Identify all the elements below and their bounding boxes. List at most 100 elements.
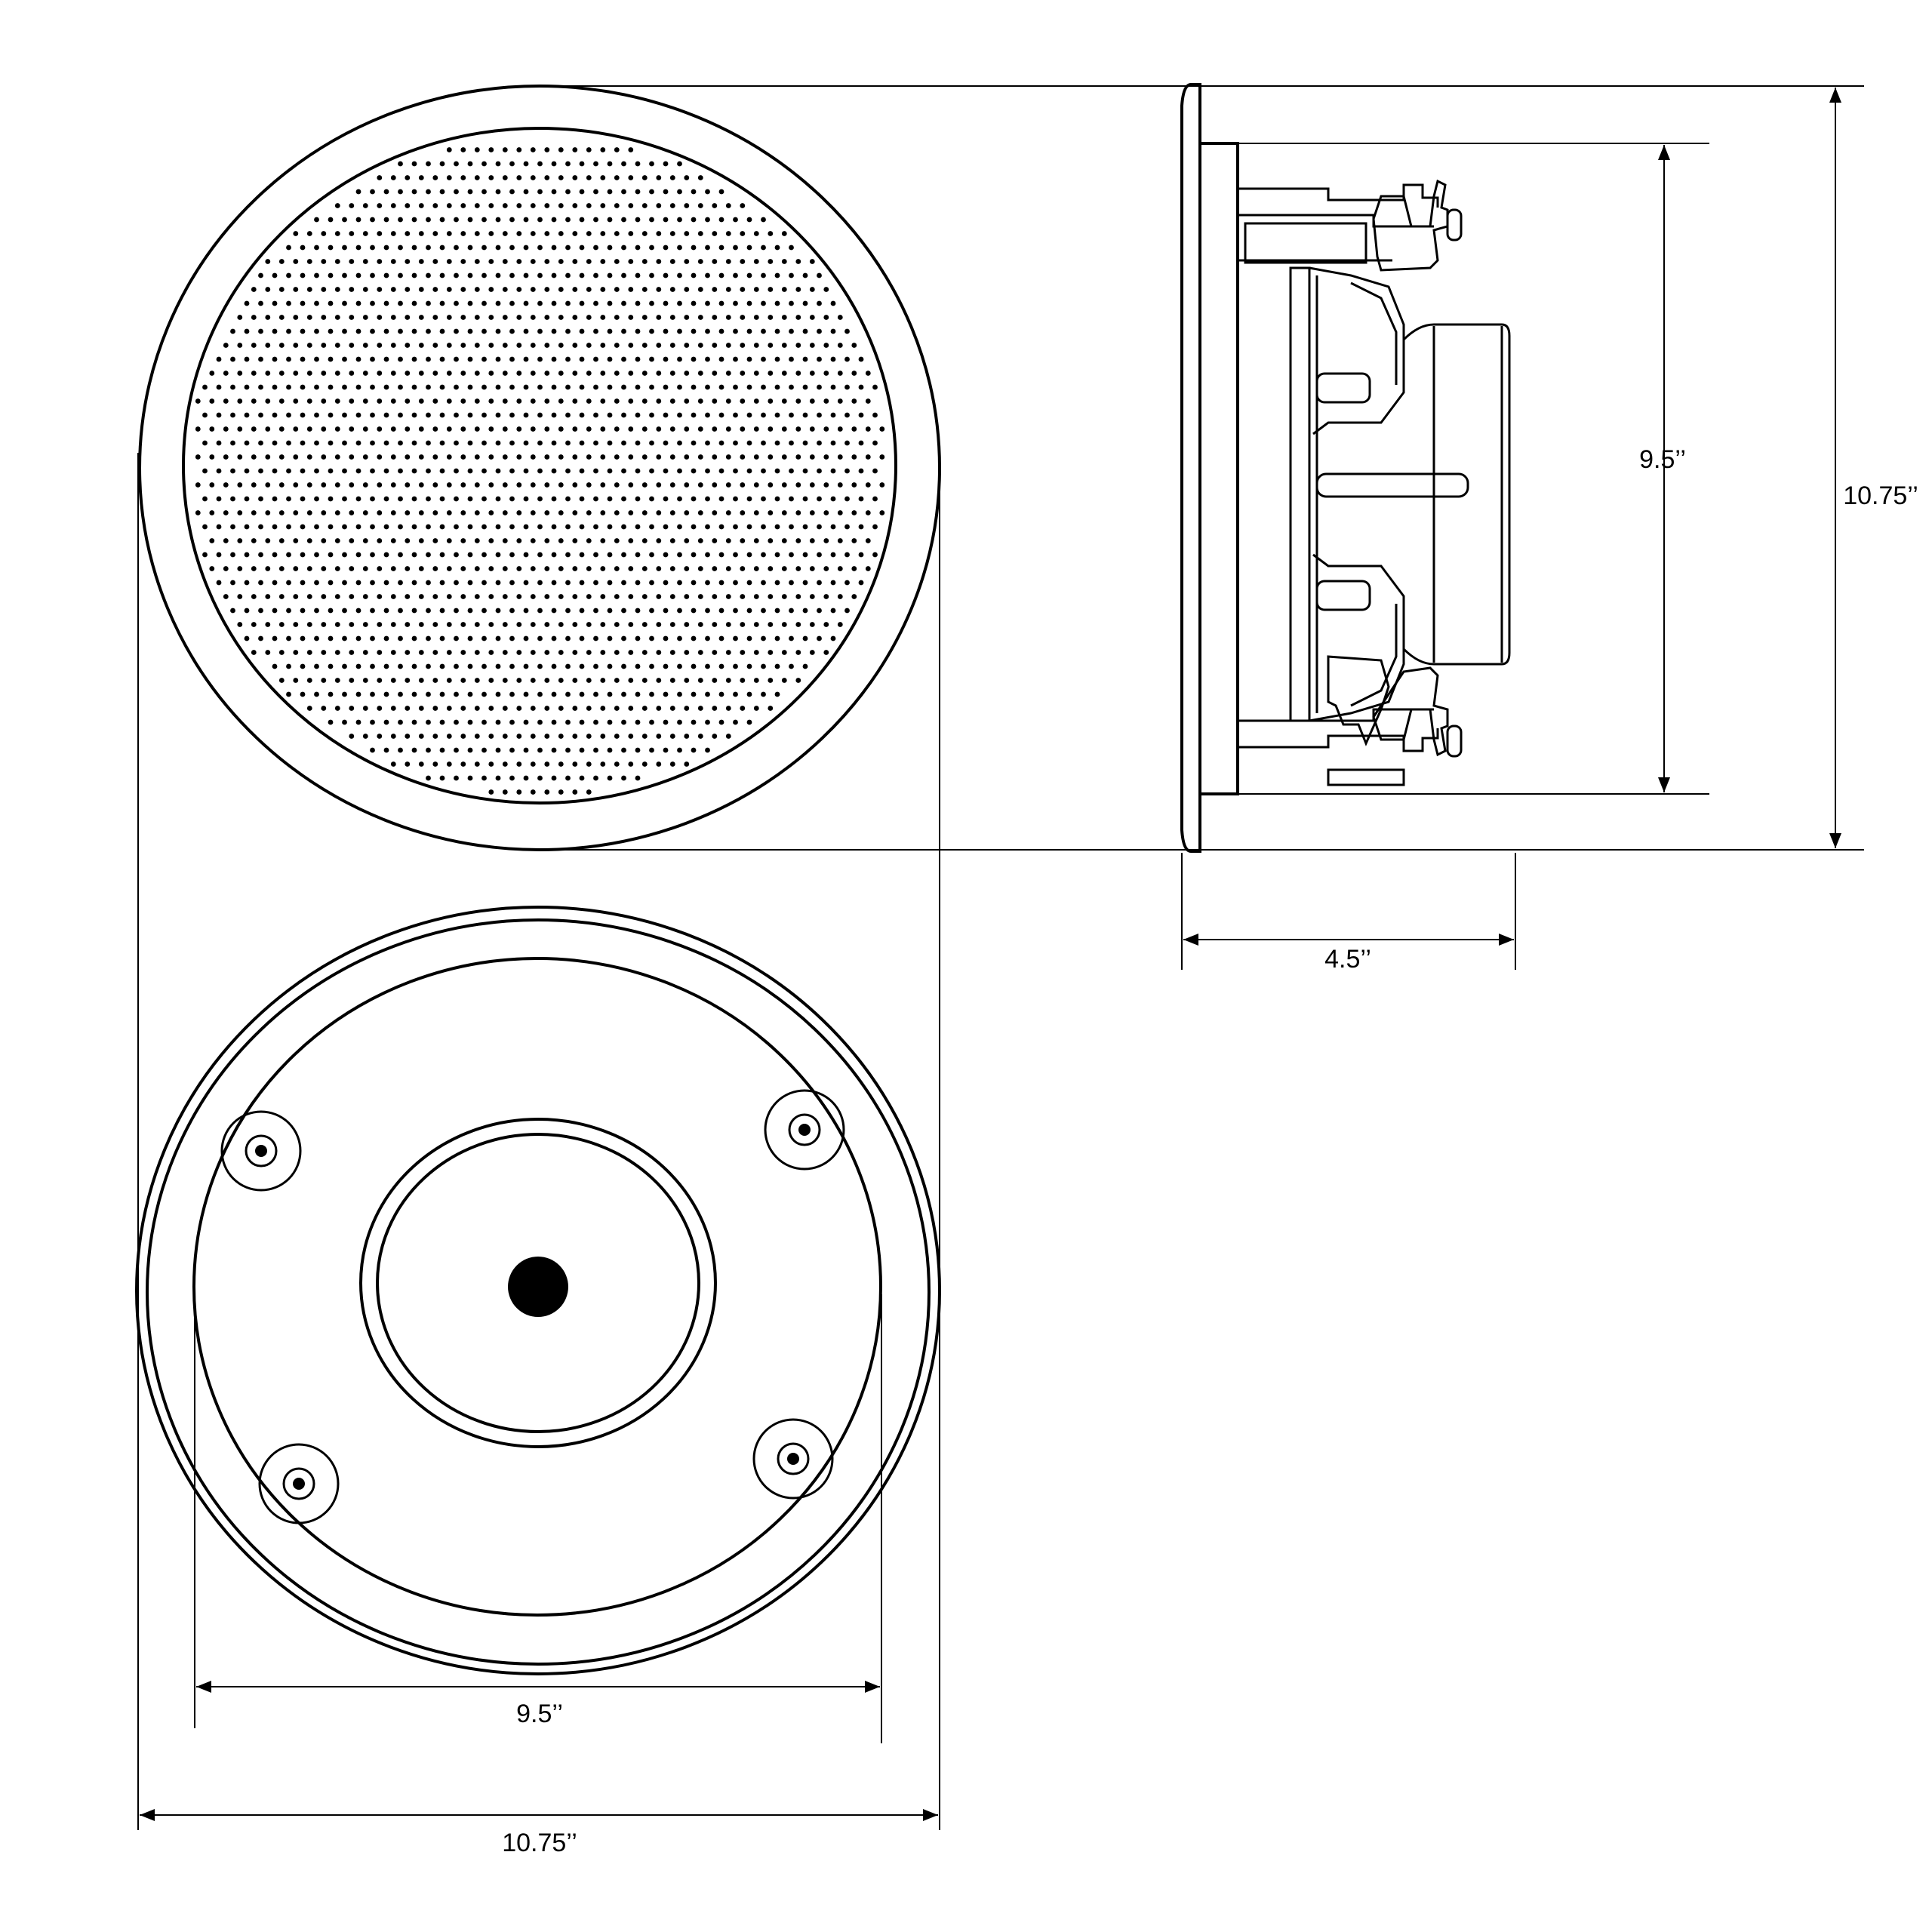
- grille-hole: [446, 678, 452, 683]
- grille-hole: [377, 315, 383, 320]
- grille-hole: [439, 161, 445, 167]
- grille-hole: [656, 454, 662, 460]
- grille-hole: [278, 371, 285, 376]
- grille-hole: [278, 538, 285, 543]
- grille-hole: [460, 175, 466, 180]
- grille-hole: [306, 371, 312, 376]
- grille-hole: [697, 566, 703, 571]
- grille-hole: [439, 412, 445, 418]
- grille-hole: [621, 328, 626, 334]
- grille-hole: [446, 650, 452, 655]
- grille-hole: [377, 734, 383, 739]
- grille-hole: [278, 398, 285, 404]
- grille-hole: [586, 510, 592, 515]
- grille-hole: [823, 482, 829, 488]
- grille-hole: [669, 706, 675, 711]
- grille-hole: [328, 217, 334, 223]
- grille-hole: [593, 189, 598, 195]
- grille-hole: [740, 259, 746, 264]
- grille-hole: [649, 663, 654, 669]
- grille-hole: [677, 691, 682, 697]
- grille-hole: [398, 691, 403, 697]
- grille-hole: [607, 384, 613, 390]
- grille-hole: [237, 398, 243, 404]
- grille-hole: [823, 650, 829, 655]
- grille-hole: [411, 552, 417, 558]
- grille-hole: [669, 426, 675, 432]
- grille-hole: [432, 482, 438, 488]
- grille-hole: [851, 454, 857, 460]
- grille-hole: [209, 566, 215, 571]
- grille-hole: [761, 328, 766, 334]
- grille-hole: [774, 412, 780, 418]
- grille-hole: [774, 635, 780, 641]
- grille-hole: [649, 300, 654, 306]
- grille-hole: [621, 189, 626, 195]
- grille-hole: [426, 189, 431, 195]
- grille-hole: [586, 650, 592, 655]
- grille-hole: [278, 287, 285, 292]
- grille-inner-ring: [182, 127, 897, 804]
- grille-hole: [718, 663, 724, 669]
- grille-hole: [656, 231, 662, 236]
- grille-hole: [795, 566, 801, 571]
- grille-hole: [781, 426, 787, 432]
- grille-hole: [286, 524, 291, 530]
- grille-hole: [684, 454, 690, 460]
- grille-hole: [383, 524, 389, 530]
- grille-hole: [481, 217, 487, 223]
- grille-hole: [516, 398, 522, 404]
- grille-hole: [426, 440, 431, 446]
- grille-hole: [572, 287, 578, 292]
- grille-hole: [418, 678, 424, 683]
- grille-hole: [600, 259, 606, 264]
- grille-hole: [509, 272, 515, 278]
- grille-hole: [572, 734, 578, 739]
- grille-hole: [411, 580, 417, 586]
- grille-hole: [446, 371, 452, 376]
- grille-hole: [432, 706, 438, 711]
- grille-hole: [740, 203, 746, 208]
- grille-hole: [481, 412, 487, 418]
- grille-hole: [426, 496, 431, 502]
- grille-hole: [467, 440, 473, 446]
- grille-hole: [572, 343, 578, 348]
- grille-hole: [677, 747, 682, 753]
- grille-hole: [565, 328, 571, 334]
- grille-hole: [405, 706, 411, 711]
- grille-hole: [328, 496, 334, 502]
- grille-hole: [817, 440, 822, 446]
- grille-hole: [530, 510, 536, 515]
- grille-hole: [314, 663, 319, 669]
- grille-hole: [844, 468, 850, 474]
- grille-hole: [607, 608, 613, 614]
- grille-hole: [768, 259, 774, 264]
- grille-hole: [460, 203, 466, 208]
- grille-hole: [454, 356, 459, 362]
- grille-hole: [321, 398, 327, 404]
- grille-hole: [432, 426, 438, 432]
- grille-hole: [733, 496, 738, 502]
- grille-hole: [390, 678, 396, 683]
- grille-hole: [607, 524, 613, 530]
- grille-hole: [600, 315, 606, 320]
- grille-hole: [488, 231, 494, 236]
- grille-hole: [795, 343, 801, 348]
- grille-hole: [586, 538, 592, 543]
- grille-hole: [306, 287, 312, 292]
- grille-hole: [725, 706, 731, 711]
- grille-hole: [460, 426, 466, 432]
- grille-hole: [342, 580, 347, 586]
- grille-hole: [677, 328, 682, 334]
- grille-hole: [278, 343, 285, 348]
- grille-hole: [677, 440, 682, 446]
- grille-hole: [607, 691, 613, 697]
- grille-hole: [872, 468, 878, 474]
- grille-hole: [733, 300, 738, 306]
- grille-hole: [530, 398, 536, 404]
- mount-screw-bottom-left: [258, 1443, 340, 1524]
- grille-hole: [663, 440, 669, 446]
- grille-hole: [691, 468, 697, 474]
- grille-hole: [774, 496, 780, 502]
- grille-hole: [844, 608, 850, 614]
